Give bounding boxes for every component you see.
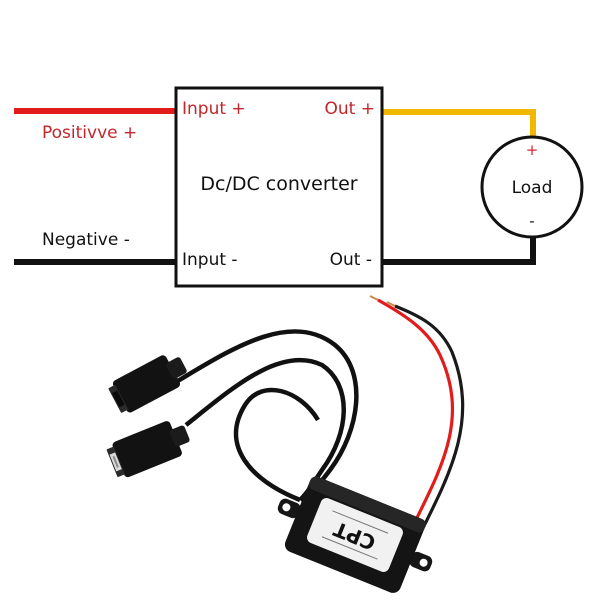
load-minus-sign: - bbox=[529, 212, 534, 230]
usb-connector-lower bbox=[106, 421, 190, 478]
schematic: Input + Out + Dc/DC converter Input - Ou… bbox=[14, 86, 584, 288]
converter-title: Dc/DC converter bbox=[200, 173, 357, 195]
load-circle bbox=[480, 135, 584, 239]
usb-cable-upper bbox=[174, 329, 359, 499]
input-negative-label: Input - bbox=[182, 250, 238, 270]
housing-label bbox=[307, 498, 403, 572]
product-illustration: CPT bbox=[106, 295, 465, 593]
input-positive-label: Input + bbox=[182, 99, 246, 119]
load-plus-sign: + bbox=[526, 141, 539, 159]
black-input-lead bbox=[394, 304, 465, 531]
negative-wire-label: Negative - bbox=[42, 230, 130, 250]
usb-cable-loop bbox=[233, 387, 320, 503]
usb-connector-upper bbox=[108, 355, 187, 413]
converter-box bbox=[174, 86, 384, 288]
positive-wire-label: Positivve + bbox=[42, 123, 137, 143]
output-negative-label: Out - bbox=[330, 250, 372, 270]
output-positive-label: Out + bbox=[325, 99, 375, 119]
load-label: Load bbox=[512, 178, 553, 198]
converter-housing: CPT bbox=[277, 476, 433, 593]
red-input-lead bbox=[377, 298, 455, 529]
red-lead-tip bbox=[369, 295, 379, 301]
black-lead-tip bbox=[386, 301, 396, 307]
output-positive-wire bbox=[382, 109, 536, 140]
output-negative-wire bbox=[382, 234, 536, 265]
